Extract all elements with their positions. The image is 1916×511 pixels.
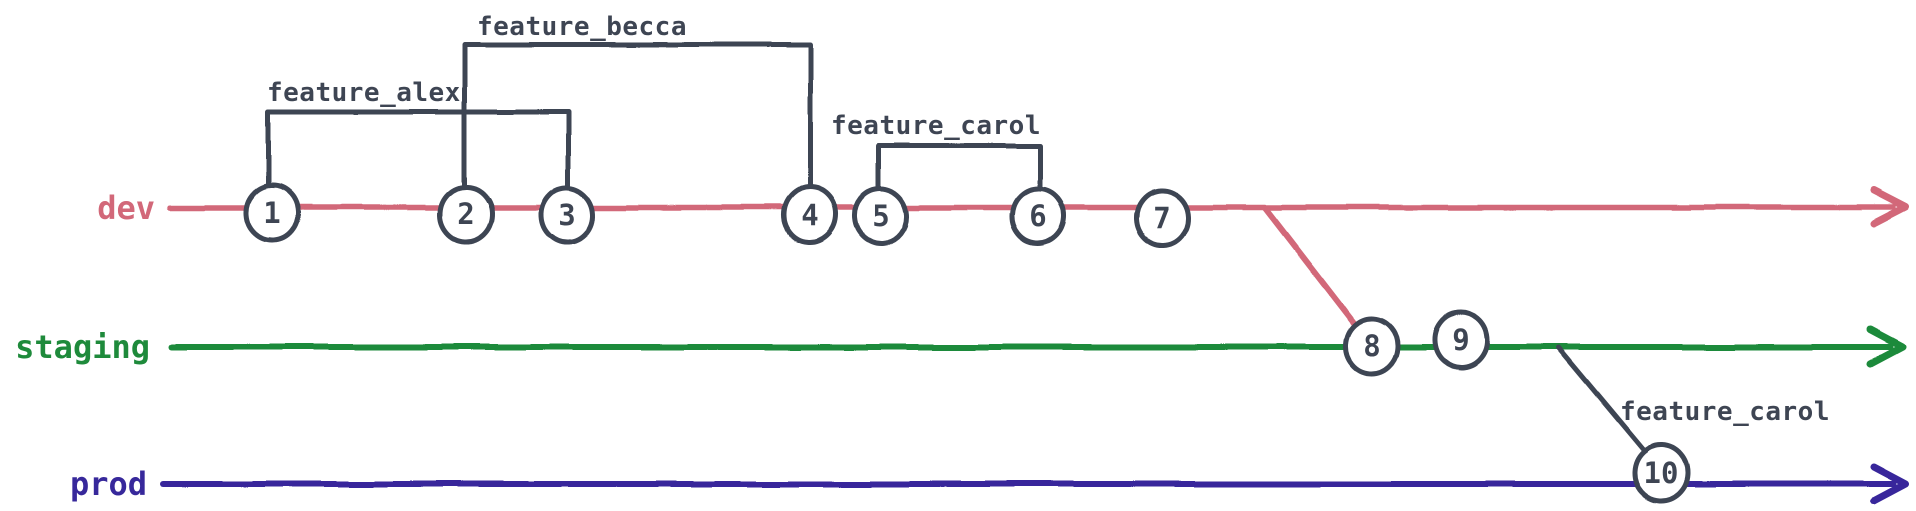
commit-label-7: 7 (1153, 201, 1170, 235)
commit-node-1-circle (243, 183, 301, 243)
merge-diagonal-dev-to-staging (1262, 205, 1360, 330)
branch-label-prod: prod (70, 465, 147, 503)
commit-node-8-circle (1343, 316, 1401, 376)
branch-diagonal-staging-to-prod (1555, 345, 1647, 454)
staging-arrowhead-icon (1867, 326, 1907, 368)
commit-label-8: 8 (1363, 329, 1380, 363)
commit-node-6-circle (1009, 186, 1067, 246)
commit-label-10: 10 (1644, 456, 1679, 490)
feature-label-carol: feature_carol (831, 111, 1041, 141)
commit-node-4-circle (781, 185, 839, 245)
commit-node-3-circle (538, 185, 596, 245)
commit-label-5: 5 (872, 199, 889, 233)
feature-becca-bracket (461, 42, 813, 191)
commit-node-9-circle (1432, 310, 1490, 370)
sketch-layer (160, 42, 1910, 505)
commit-label-6: 6 (1029, 199, 1046, 233)
commit-label-9: 9 (1452, 323, 1469, 357)
feature-carol-bracket (876, 143, 1043, 192)
commit-label-1: 1 (263, 196, 280, 230)
feature-label-alex: feature_alex (267, 78, 461, 108)
commit-label-3: 3 (558, 198, 575, 232)
commit-label-2: 2 (457, 197, 474, 231)
commit-node-2-circle (437, 184, 495, 244)
commit-node-7-circle (1133, 188, 1191, 248)
commit-label-4: 4 (801, 198, 818, 232)
prod-arrowhead-icon (1869, 463, 1909, 505)
commit-node-5-circle (852, 186, 910, 246)
branch-label-dev: dev (97, 189, 155, 227)
text-layer: dev staging prod feature_alex feature_be… (15, 12, 1830, 503)
feature-label-becca: feature_becca (477, 12, 687, 42)
dev-arrowhead-icon (1870, 187, 1910, 228)
branch-label-staging: staging (15, 328, 150, 366)
feature-label-carol-prod: feature_carol (1620, 397, 1830, 427)
feature-alex-bracket (265, 109, 571, 191)
commit-node-10-circle (1631, 442, 1691, 504)
